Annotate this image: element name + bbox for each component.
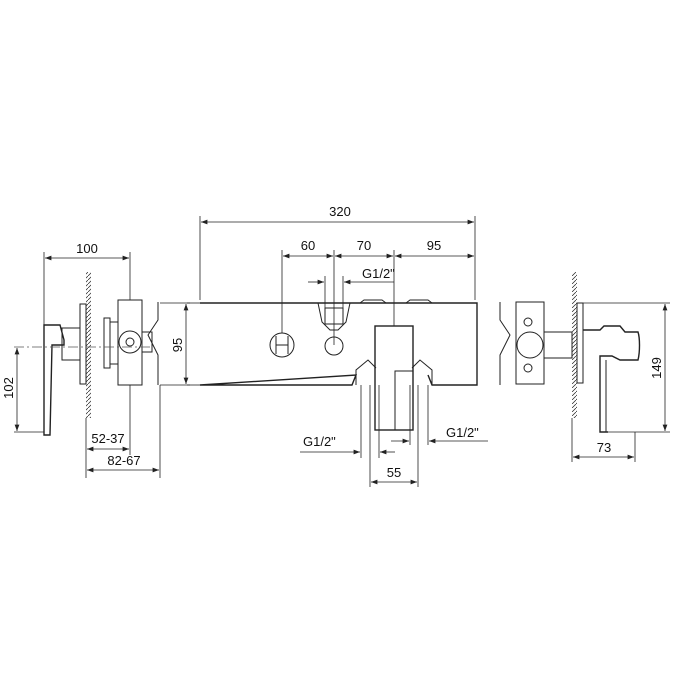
wall-hatch [86,272,91,418]
dim-95: 95 [427,238,441,253]
thread-top-label: G1/2" [362,266,395,281]
dim-70: 70 [357,238,371,253]
wall-hatch [572,272,577,418]
dim-height: 95 [170,338,185,352]
dim-height: 149 [649,357,664,379]
valve-body [117,299,143,386]
front-view: 320 60 70 95 G1/2" G1/2" G1/2" 55 [187,204,488,487]
thread-left-label: G1/2" [303,434,336,449]
dim-spacing: 55 [387,465,401,480]
valve-rect [374,325,414,431]
dim-depth-max: 82-67 [107,453,140,468]
thread-right-label: G1/2" [446,425,479,440]
lever-handle [43,324,65,436]
right-side-view: 149 73 [499,272,670,462]
dim-total-width: 320 [329,204,351,219]
cover-plate [79,303,87,385]
left-side-view: 100 95 102 52-37 82-67 [1,241,190,478]
dim-width: 100 [76,241,98,256]
dim-lever-drop: 102 [1,377,16,399]
dim-60: 60 [301,238,315,253]
dim-depth: 73 [597,440,611,455]
cover-plate-front [199,302,478,386]
lever-handle [583,325,641,433]
dim-depth-min: 52-37 [91,431,124,446]
